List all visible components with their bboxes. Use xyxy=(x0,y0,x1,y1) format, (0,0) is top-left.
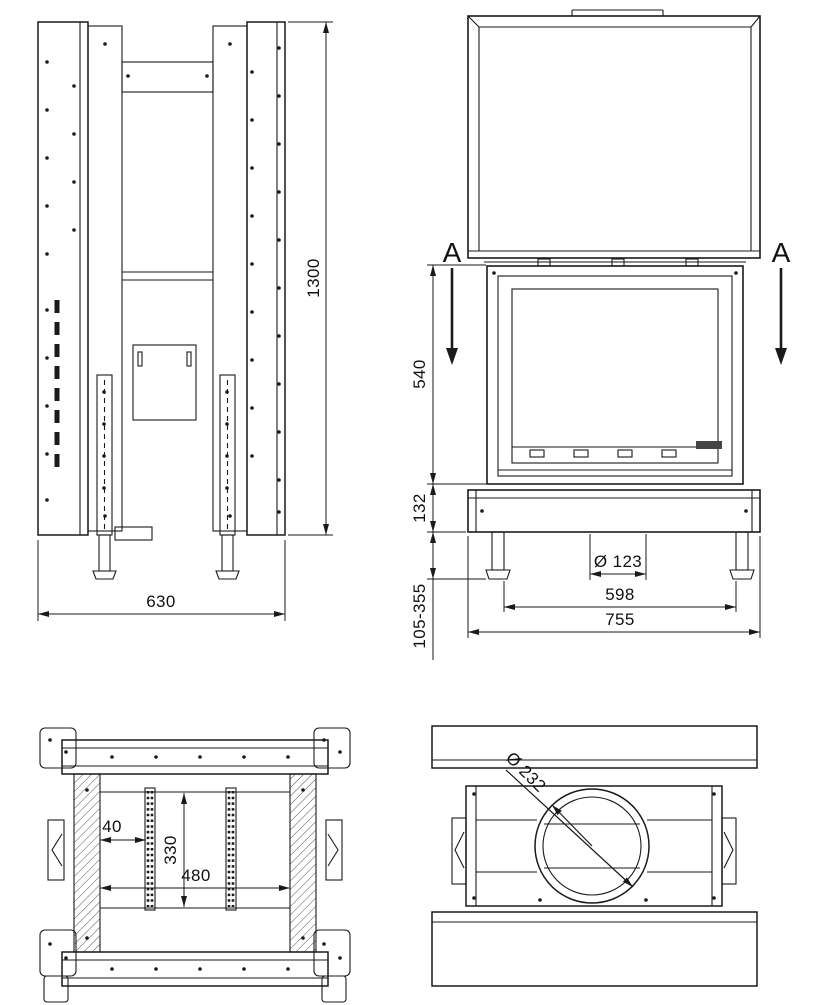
plan-view: 40 330 480 xyxy=(39,727,351,1003)
dim-flue-outlet: Ø 232 xyxy=(502,748,634,888)
dim-label-40: 40 xyxy=(102,817,122,836)
top-side-latches xyxy=(451,817,737,885)
adjustable-foot xyxy=(729,569,755,580)
front-view: A A 540 132 105-355 Ø 123 xyxy=(410,9,791,660)
section-label-a-right: A xyxy=(772,237,791,268)
plan-side-walls xyxy=(73,773,317,953)
adjustable-foot xyxy=(485,569,511,580)
side-casing xyxy=(37,21,286,541)
flue-stub xyxy=(571,9,664,16)
section-marker-left: A xyxy=(443,237,462,365)
adjustable-foot xyxy=(215,570,240,580)
dim-label-1300: 1300 xyxy=(304,258,323,297)
side-access-door xyxy=(132,344,197,421)
dim-label-480: 480 xyxy=(181,866,211,885)
top-rear-band xyxy=(431,911,758,987)
brand-logo-mark xyxy=(696,441,722,449)
dim-label-330: 330 xyxy=(161,835,180,865)
dim-flue-spigot: Ø 123 xyxy=(589,534,647,580)
dim-strip-offset: 40 xyxy=(100,817,146,843)
flue-outlet xyxy=(534,788,650,904)
side-legs xyxy=(92,374,240,580)
plan-perforated-strips xyxy=(144,787,237,911)
dim-inner-width: 598 xyxy=(503,581,737,612)
top-view: Ø 232 xyxy=(431,725,758,987)
hatched-wall-left xyxy=(73,773,101,953)
dim-label-540: 540 xyxy=(410,359,429,389)
top-screw-dots xyxy=(472,792,716,902)
plan-front-bar xyxy=(61,739,329,775)
section-label-a-left: A xyxy=(443,237,462,268)
adjustable-foot xyxy=(92,570,117,580)
side-screw-dots xyxy=(45,42,281,518)
side-view: 1300 630 xyxy=(37,21,333,621)
dim-overall-width: 755 xyxy=(467,536,761,638)
plan-rear-bar xyxy=(61,951,329,987)
plan-side-latches xyxy=(47,819,343,881)
dim-chain-left: 540 132 105-355 xyxy=(410,264,486,660)
dim-plan-inner-width: 480 xyxy=(100,866,290,891)
hood xyxy=(467,15,761,259)
dim-label-105-355: 105-355 xyxy=(410,583,429,648)
dim-chamber-depth: 330 xyxy=(161,793,187,907)
dim-label-755: 755 xyxy=(605,610,635,629)
front-screw-dots xyxy=(480,271,748,513)
dim-label-598: 598 xyxy=(605,585,635,604)
plan-corner-hinges xyxy=(39,727,351,1003)
dim-overall-depth: 630 xyxy=(37,540,286,621)
dim-label-132: 132 xyxy=(410,493,429,523)
front-legs xyxy=(485,531,755,580)
section-marker-right: A xyxy=(772,237,791,365)
firebox xyxy=(484,258,746,485)
dim-label-flue-123: Ø 123 xyxy=(594,552,642,571)
plan-screw-dots xyxy=(48,738,342,971)
top-body xyxy=(465,785,723,907)
glass-door xyxy=(511,288,719,464)
hatched-wall-right xyxy=(289,773,317,953)
dim-label-630: 630 xyxy=(146,592,176,611)
dim-overall-height: 1300 xyxy=(288,21,333,536)
top-front-band xyxy=(431,725,758,769)
base-plinth xyxy=(467,489,761,533)
